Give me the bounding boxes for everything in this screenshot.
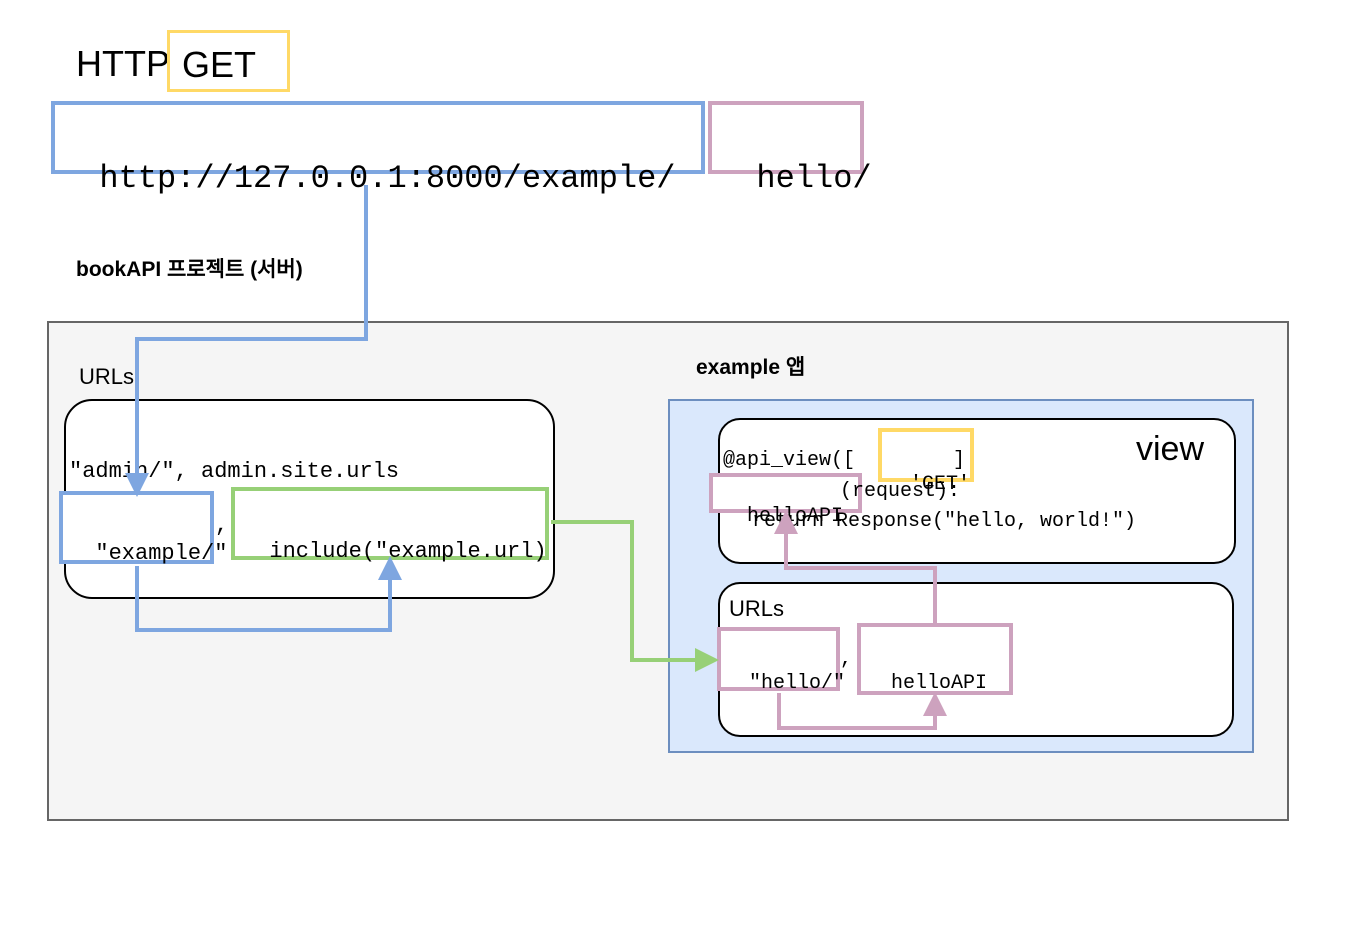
view-func-args: (request): xyxy=(840,480,961,503)
app-route-box: "hello/" xyxy=(717,627,845,695)
app-label: example 앱 xyxy=(696,356,806,379)
project-route-comma: , xyxy=(215,513,229,538)
app-route-comma: , xyxy=(840,648,853,671)
app-handler-box: helloAPI xyxy=(857,623,1013,695)
project-urls-title: URLs xyxy=(79,364,135,389)
project-route-text: "example/" xyxy=(95,541,228,566)
include-text: include("example.url) xyxy=(269,539,547,564)
view-return-line: return Response("hello, world!") xyxy=(752,510,1137,533)
url-base-box: http://127.0.0.1:8000/example/ xyxy=(51,101,705,197)
view-decorator-suffix: ] xyxy=(953,449,966,472)
view-method-box: 'GET' xyxy=(878,428,974,496)
project-route-box: "example/" xyxy=(59,491,227,566)
app-route-text: "hello/" xyxy=(749,672,846,695)
http-method-box: GET xyxy=(167,30,290,92)
app-handler-text: helloAPI xyxy=(891,672,988,695)
view-decorator-prefix: @api_view([ xyxy=(723,449,856,472)
include-box: include("example.url) xyxy=(231,487,549,564)
http-method-label: GET xyxy=(182,44,257,85)
http-prefix-label: HTTP xyxy=(76,43,170,84)
project-label: bookAPI 프로젝트 (서버) xyxy=(76,258,303,281)
project-urls-admin-line: "admin/", admin.site.urls xyxy=(69,459,400,484)
url-path-box: hello/ xyxy=(708,101,872,197)
view-title: view xyxy=(1136,430,1205,468)
view-method-text: 'GET' xyxy=(910,473,971,496)
url-path-text: hello/ xyxy=(756,160,872,197)
url-base-text: http://127.0.0.1:8000/example/ xyxy=(99,160,676,197)
app-urls-title: URLs xyxy=(729,596,785,621)
